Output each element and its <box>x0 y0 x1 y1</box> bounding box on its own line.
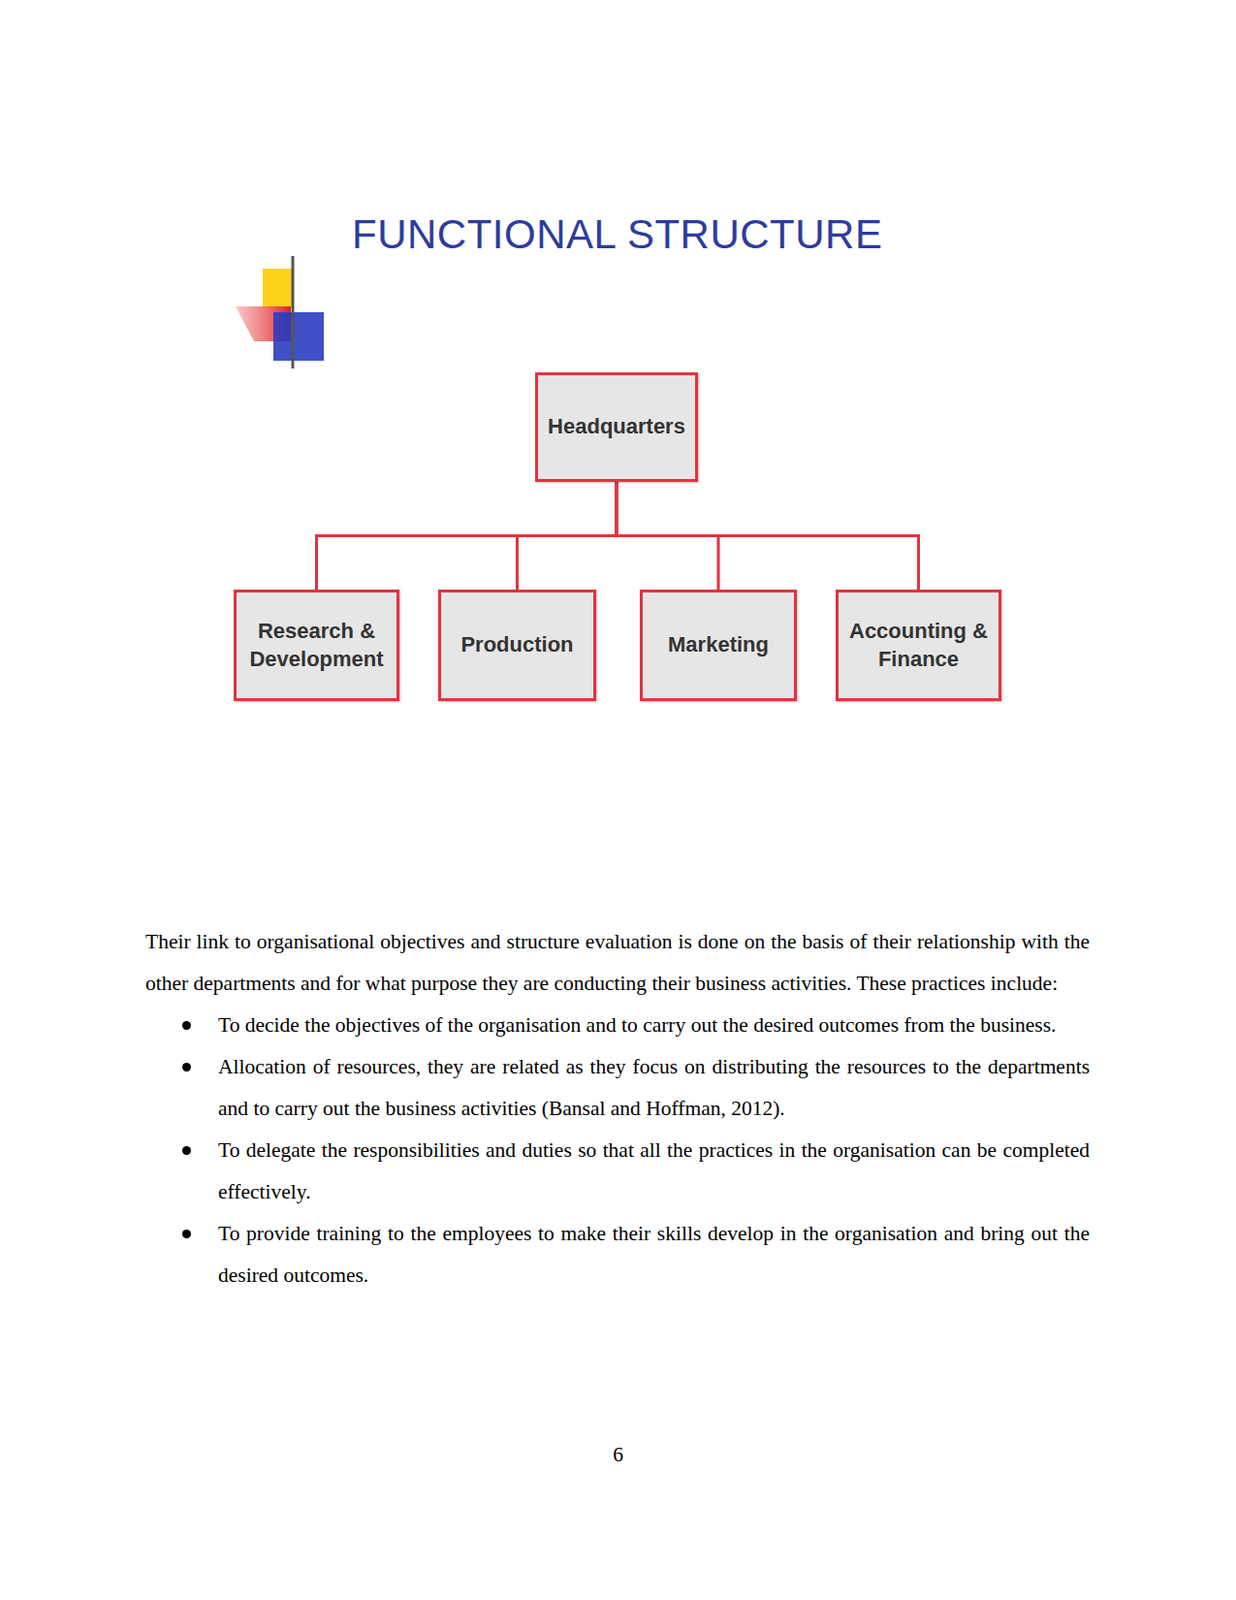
bullet-dot <box>182 1145 191 1155</box>
bullet-item: To provide training to the employees to … <box>145 1212 1090 1297</box>
bullet-dot <box>182 1062 191 1072</box>
bullet-text: To delegate the responsibilities and dut… <box>218 1138 1090 1204</box>
headquarters-box: Headquarters <box>535 372 698 482</box>
yellow-square <box>262 268 294 308</box>
bullet-dot <box>182 1020 191 1030</box>
bullet-text: To decide the objectives of the organisa… <box>218 1013 1056 1037</box>
bullet-text: To provide training to the employees to … <box>218 1221 1090 1287</box>
org-connector <box>316 481 618 590</box>
diagram-title: FUNCTIONAL STRUCTURE <box>351 211 883 258</box>
bullet-item: To delegate the responsibilities and dut… <box>145 1129 1090 1213</box>
body-text: Their link to organisational objectives … <box>145 920 1090 1297</box>
bullet-dot <box>182 1229 191 1238</box>
org-connector <box>616 481 920 590</box>
node-label: Marketing <box>662 627 775 664</box>
node-label: Production <box>454 627 579 664</box>
blue-square <box>273 312 324 361</box>
department-box: Research & Development <box>233 589 400 701</box>
bullet-item: To decide the objectives of the organisa… <box>145 1004 1090 1046</box>
paragraph: Their link to organisational objectives … <box>145 920 1090 1005</box>
bullet-item: Allocation of resources, they are relate… <box>145 1045 1090 1130</box>
page-number: 6 <box>0 1442 1236 1467</box>
horizontal-rule <box>275 337 839 341</box>
node-label: Research & Development <box>236 613 397 677</box>
department-box: Marketing <box>639 589 797 701</box>
vertical-rule <box>291 255 295 369</box>
department-box: Production <box>438 589 597 701</box>
node-label: Headquarters <box>541 409 692 445</box>
bullet-text: Allocation of resources, they are relate… <box>218 1054 1090 1120</box>
node-label: Accounting & Finance <box>838 613 999 677</box>
org-connector <box>517 481 618 590</box>
department-box: Accounting & Finance <box>835 589 1002 701</box>
